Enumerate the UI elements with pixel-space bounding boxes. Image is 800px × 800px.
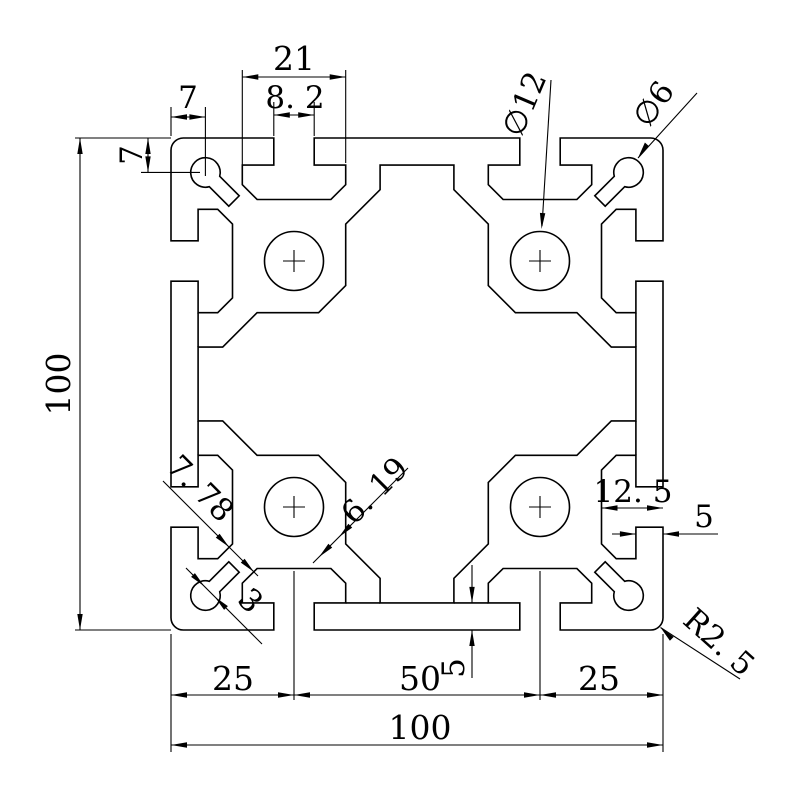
profile-geometry <box>170 137 664 631</box>
dim-label-50: 50 <box>399 659 441 698</box>
dim-side-lip: 5 <box>612 499 718 537</box>
dim-label-25-left: 25 <box>212 659 254 698</box>
dim-label-dia6: ∅6 <box>626 75 682 134</box>
keyhole-bottom-right <box>593 560 645 612</box>
dim-corner-offset-x: 7 <box>170 80 206 176</box>
dim-bottom-wall: 5 <box>436 565 475 678</box>
core-hole-top-left <box>263 230 325 292</box>
core-hole-top-right <box>509 230 571 292</box>
dim-label-100-bottom: 100 <box>389 708 452 747</box>
dim-corner-slot-width: 3 <box>185 567 270 645</box>
dim-label-25-right: 25 <box>578 659 620 698</box>
dim-slot-opening-width: 8. 2 <box>265 80 325 136</box>
dim-label-dia12: ∅12 <box>495 66 554 141</box>
dim-bottom-chain: 25 50 25 100 <box>170 571 664 752</box>
dim-overall-height: 100 <box>39 137 171 631</box>
dim-corner-offset-y: 7 <box>114 138 200 173</box>
central-cavity <box>197 164 637 604</box>
dim-label-5-right: 5 <box>694 499 714 535</box>
dim-label-8-2: 8. 2 <box>265 80 324 116</box>
core-hole-bottom-right <box>509 476 571 538</box>
dim-label-7v: 7 <box>114 145 150 165</box>
dim-core-hole-dia: ∅12 <box>495 66 554 229</box>
core-hole-bottom-left <box>263 476 325 538</box>
profile-outer-contour <box>170 137 664 631</box>
dim-label-12-5: 12. 5 <box>594 474 673 510</box>
dim-label-21: 21 <box>273 39 315 78</box>
dim-label-3: 3 <box>230 581 269 620</box>
dim-corner-radius: R2. 5 <box>660 602 761 684</box>
dim-label-7h: 7 <box>178 80 198 116</box>
dim-diag-web-1: 7. 78 <box>159 448 259 577</box>
dim-label-5-bottom: 5 <box>436 658 472 678</box>
dim-label-r2-5: R2. 5 <box>676 602 761 684</box>
keyhole-top-left <box>189 156 241 208</box>
dim-slot-inner-width: 21 <box>241 39 347 168</box>
dim-diag-web-2: 6. 19 <box>312 450 416 564</box>
cavity-web-lines <box>197 312 637 604</box>
keyhole-bottom-left <box>189 560 241 612</box>
dim-label-100-left: 100 <box>39 353 78 416</box>
dim-slot-depth: 12. 5 <box>594 474 673 511</box>
keyhole-top-right <box>593 156 645 208</box>
